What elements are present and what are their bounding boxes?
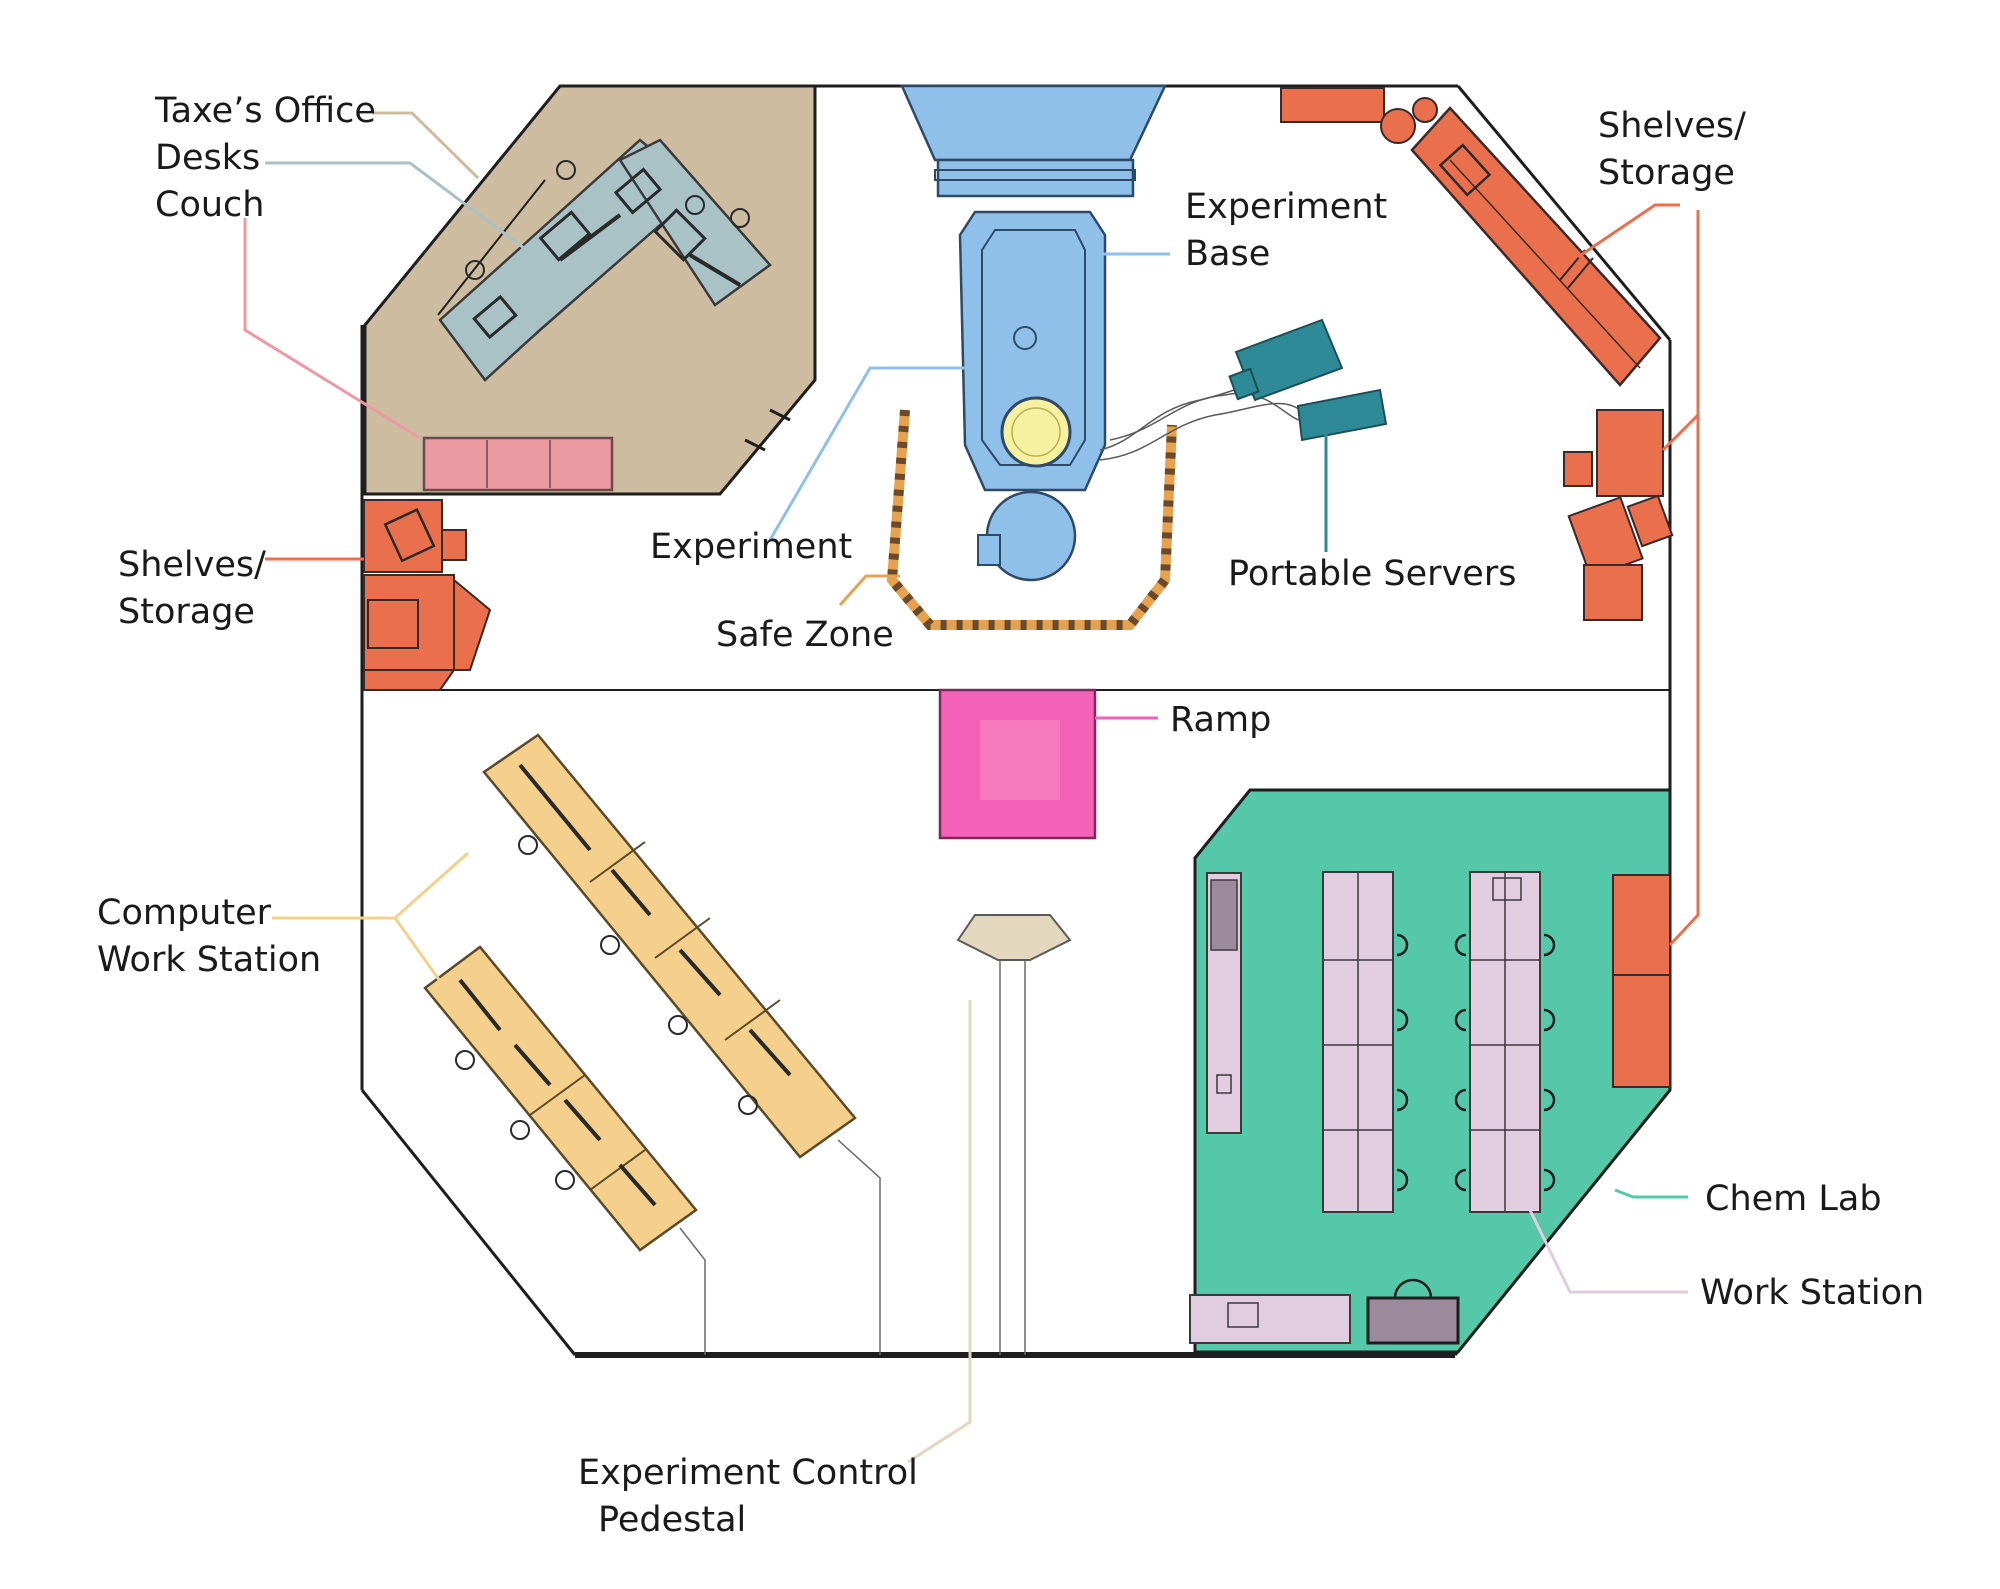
- label-couch: Couch: [155, 185, 264, 225]
- label-desks: Desks: [155, 138, 260, 178]
- label-shelves-left-line1: Shelves/: [118, 545, 266, 585]
- top-right-storage: [1280, 87, 1662, 387]
- computer-workstations: [423, 733, 881, 1355]
- leader-lines: [243, 111, 1700, 1464]
- label-taxes-office: Taxe’s Office: [154, 91, 376, 131]
- label-computer-ws-line1: Computer: [97, 893, 272, 933]
- experiment-base: [900, 84, 1167, 198]
- chem-lab-storage: [1612, 874, 1671, 1088]
- left-storage-units: [363, 499, 492, 691]
- labels: Taxe’s Office Desks Couch Shelves/ Stora…: [97, 91, 1924, 1540]
- label-shelves-right-line1: Shelves/: [1598, 106, 1746, 146]
- label-ramp: Ramp: [1170, 700, 1271, 740]
- lab-work-stations: [1189, 871, 1556, 1345]
- experiment-control-pedestal: [956, 914, 1072, 1355]
- office-desks: [438, 138, 772, 382]
- label-pedestal-line2: Pedestal: [598, 1500, 746, 1540]
- right-side-storage: [1563, 409, 1674, 621]
- label-experiment-base-line2: Base: [1185, 234, 1270, 274]
- label-computer-ws-line2: Work Station: [97, 940, 321, 980]
- label-shelves-right-line2: Storage: [1598, 153, 1735, 193]
- label-safe-zone: Safe Zone: [716, 615, 894, 655]
- label-portable-servers: Portable Servers: [1228, 554, 1516, 594]
- ramp: [938, 688, 1097, 840]
- taxes-office-area: [363, 84, 817, 496]
- label-chem-lab: Chem Lab: [1705, 1179, 1882, 1219]
- label-pedestal-line1: Experiment Control: [578, 1453, 918, 1493]
- portable-servers: [1228, 318, 1388, 442]
- office-couch: [422, 436, 614, 492]
- safe-zone-barrier: [886, 409, 1177, 630]
- chem-lab-area: [1193, 788, 1672, 1354]
- label-shelves-left-line2: Storage: [118, 592, 255, 632]
- label-work-station: Work Station: [1700, 1273, 1924, 1313]
- experiment-body: [958, 210, 1107, 582]
- label-experiment-base-line1: Experiment: [1185, 187, 1387, 227]
- label-experiment: Experiment: [650, 527, 852, 567]
